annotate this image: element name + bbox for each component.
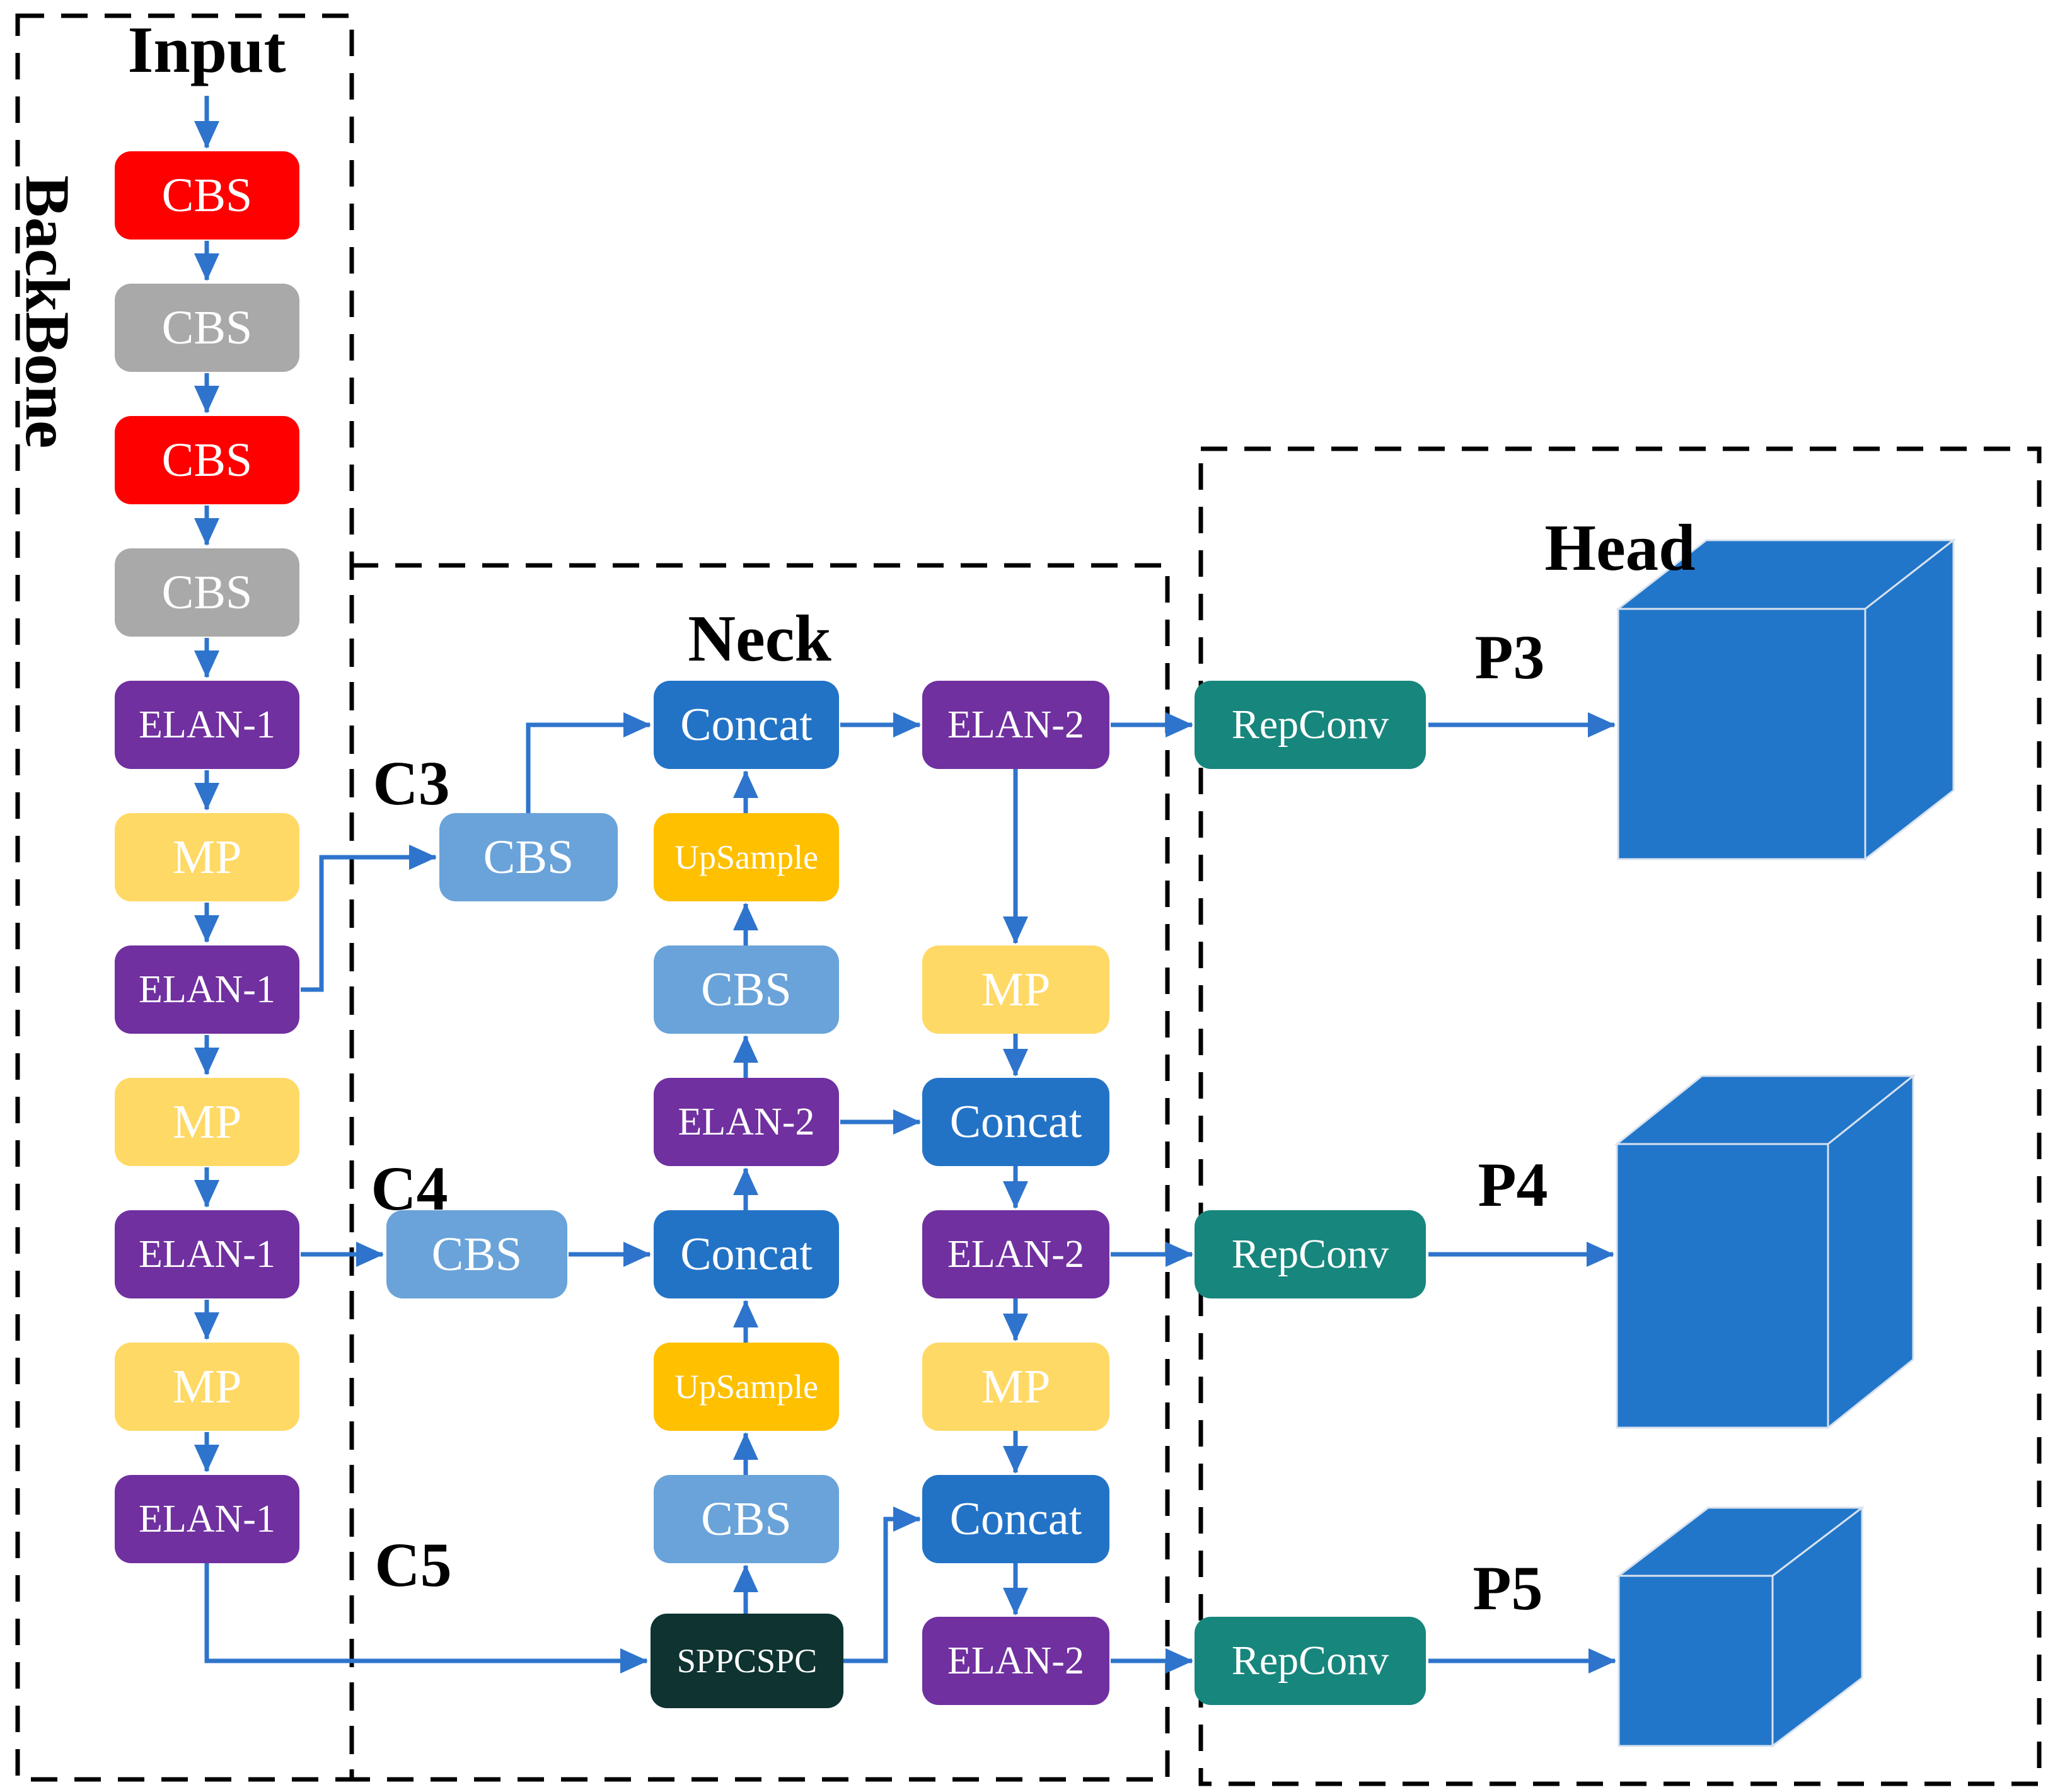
p3-feature-cube bbox=[1615, 538, 1957, 862]
p5-label: P5 bbox=[1473, 1553, 1543, 1623]
neck-right-mp-1: MP bbox=[922, 945, 1109, 1034]
branch-arrows bbox=[204, 712, 651, 1673]
backbone-outline bbox=[15, 13, 354, 1782]
neck-title: Neck bbox=[688, 601, 831, 675]
neck-right-elan2-3: ELAN-2 bbox=[922, 1617, 1109, 1705]
head-repconv-p3: RepConv bbox=[1195, 681, 1426, 769]
backbone-cbs-4: CBS bbox=[115, 548, 299, 637]
neck-right-concat-2: Concat bbox=[922, 1475, 1109, 1563]
neck-right-concat-1: Concat bbox=[922, 1078, 1109, 1166]
neck-right-elan2-1: ELAN-2 bbox=[922, 681, 1109, 769]
backbone-title: BackBone bbox=[13, 175, 83, 449]
neck-mid-upsample-2: UpSample bbox=[654, 1343, 839, 1431]
head-outline bbox=[1198, 446, 2042, 1786]
head-arrows bbox=[1111, 712, 1616, 1673]
c3-label: C3 bbox=[373, 748, 450, 818]
backbone-mp-1: MP bbox=[115, 813, 299, 901]
backbone-elan1-3: ELAN-1 bbox=[115, 1210, 299, 1298]
c5-label: C5 bbox=[374, 1530, 452, 1600]
p5-feature-cube bbox=[1616, 1505, 1865, 1749]
head-title: Head bbox=[1544, 511, 1696, 584]
p4-feature-cube bbox=[1614, 1073, 1916, 1430]
backbone-cbs-2: CBS bbox=[115, 284, 299, 372]
backbone-elan1-1: ELAN-1 bbox=[115, 681, 299, 769]
neck-mid-cbs-2: CBS bbox=[654, 1475, 839, 1563]
head-repconv-p5: RepConv bbox=[1195, 1617, 1426, 1705]
neck-mid-concat-2: Concat bbox=[654, 1210, 839, 1298]
neck-c4-cbs: CBS bbox=[386, 1210, 567, 1298]
p4-label: P4 bbox=[1478, 1150, 1548, 1220]
backbone-elan1-4: ELAN-1 bbox=[115, 1475, 299, 1563]
neck-mid-concat-1: Concat bbox=[654, 681, 839, 769]
p3-label: P3 bbox=[1474, 622, 1545, 692]
neck-sppcspc: SPPCSPC bbox=[651, 1614, 843, 1708]
backbone-cbs-1: CBS bbox=[115, 151, 299, 240]
neck-mid-arrows bbox=[733, 712, 921, 1663]
backbone-mp-2: MP bbox=[115, 1078, 299, 1166]
neck-c3-cbs: CBS bbox=[439, 813, 618, 901]
neck-mid-elan2: ELAN-2 bbox=[654, 1078, 839, 1166]
neck-right-elan2-2: ELAN-2 bbox=[922, 1210, 1109, 1298]
backbone-mp-3: MP bbox=[115, 1343, 299, 1431]
neck-mid-cbs-1: CBS bbox=[654, 945, 839, 1034]
neck-right-mp-2: MP bbox=[922, 1343, 1109, 1431]
head-repconv-p4: RepConv bbox=[1195, 1210, 1426, 1298]
neck-outline bbox=[349, 563, 1170, 1782]
backbone-cbs-3: CBS bbox=[115, 416, 299, 504]
input-title: Input bbox=[127, 13, 286, 86]
neck-mid-upsample-1: UpSample bbox=[654, 813, 839, 901]
backbone-elan1-2: ELAN-1 bbox=[115, 945, 299, 1034]
